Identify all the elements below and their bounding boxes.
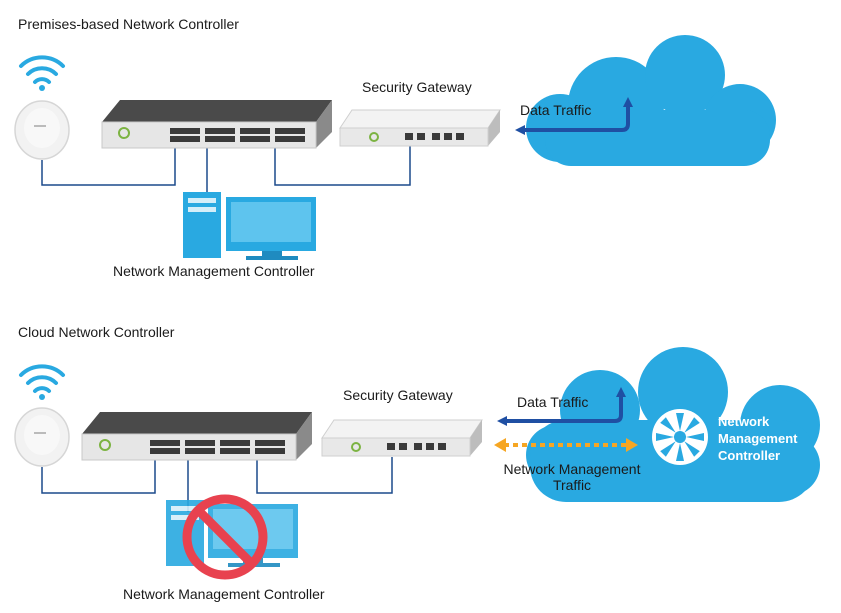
prohibited-icon <box>182 494 268 580</box>
data-traffic-arrow <box>605 97 633 132</box>
switch-icon <box>101 100 332 149</box>
bottom-title: Cloud Network Controller <box>18 324 175 340</box>
top-title: Premises-based Network Controller <box>18 16 239 32</box>
computer-icon <box>183 192 316 260</box>
top-gateway-label: Security Gateway <box>362 79 472 95</box>
switch-icon <box>81 412 312 461</box>
access-point-icon <box>14 100 70 160</box>
controller-logo-icon <box>652 409 708 465</box>
wifi-icon <box>19 55 65 91</box>
management-traffic-arrow <box>494 438 638 452</box>
bottom-section <box>14 347 820 580</box>
top-section <box>14 35 776 260</box>
mgmt-traffic-line2: Traffic <box>552 477 592 493</box>
bottom-nmc-label: Network Management Controller <box>123 586 325 602</box>
cloud-icon <box>526 347 820 502</box>
cloud-label-line2: Management <box>718 431 798 446</box>
mgmt-traffic-line1: Network Management <box>503 461 641 477</box>
bottom-data-traffic-label: Data Traffic <box>517 394 589 410</box>
top-nmc-label: Network Management Controller <box>113 263 315 279</box>
wifi-icon <box>19 364 65 400</box>
top-data-traffic-label: Data Traffic <box>520 102 592 118</box>
data-traffic-arrow <box>600 387 626 423</box>
cloud-icon <box>526 35 776 166</box>
gateway-icon <box>339 109 501 147</box>
cloud-controller-label: Network Management Controller <box>718 413 797 464</box>
mgmt-traffic-label: Network Management Traffic <box>492 461 652 493</box>
cloud-label-line1: Network <box>718 414 770 429</box>
gateway-icon <box>321 419 483 457</box>
top-cables <box>41 140 411 192</box>
bottom-gateway-label: Security Gateway <box>343 387 453 403</box>
access-point-icon <box>14 407 70 467</box>
cloud-label-line3: Controller <box>718 448 781 463</box>
